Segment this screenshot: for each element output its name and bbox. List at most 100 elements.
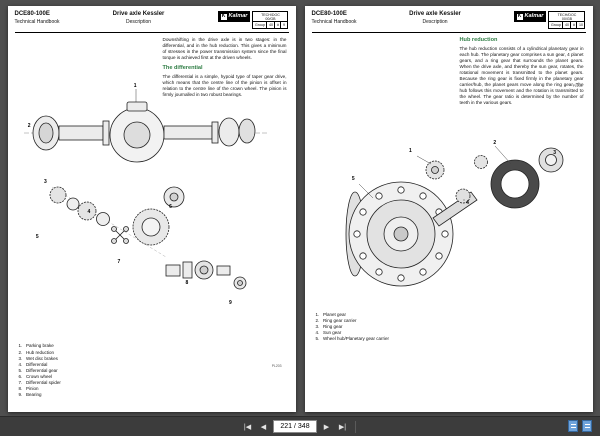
page-spread: DCE80-100E Technical Handbook Drive axle… xyxy=(0,6,600,416)
next-page-button[interactable]: ▶ xyxy=(323,423,330,431)
part-label: Wheel hub/Planetary gear carrier xyxy=(323,336,390,342)
group-label: Group xyxy=(253,22,268,28)
toolbar-right-group xyxy=(568,420,592,432)
part-item: 5. Wheel hub/Planetary gear carrier xyxy=(316,336,390,342)
part-item: 2. Ring gear carrier xyxy=(316,318,390,324)
figure-code: PL203 xyxy=(271,363,282,368)
section-heading: Hub reduction xyxy=(459,37,498,43)
page-number-input[interactable] xyxy=(273,420,317,433)
doc-page-number: 10 xyxy=(578,22,583,27)
hash-label: # xyxy=(571,22,578,28)
part-item: 6. Crown wheel xyxy=(19,374,61,380)
part-item: 2. Hub reduction xyxy=(19,350,61,356)
part-label: Pinion xyxy=(26,385,39,391)
part-label: Ring gear carrier xyxy=(323,318,357,324)
part-label: Parking brake xyxy=(26,343,54,349)
doc-code-text: TECH/DOC xyxy=(261,12,280,17)
section-heading: The differential xyxy=(162,64,203,71)
part-label: Ring gear xyxy=(323,324,343,330)
callout-number: 5 xyxy=(35,234,39,241)
part-number: 9. xyxy=(18,391,23,397)
group-value: 40 xyxy=(563,22,572,28)
first-page-button[interactable]: |◀ xyxy=(243,423,252,431)
part-label: Differential xyxy=(26,361,48,367)
parts-list: 1. Parking brake 2. Hub reduction 3. Wet… xyxy=(19,343,61,398)
handbook-text: Technical Handbook xyxy=(14,18,60,25)
doc-code-cell: TECH/DOC 00/GB xyxy=(253,12,288,23)
handbook-text: Technical Handbook xyxy=(311,18,357,25)
callout-number: 1 xyxy=(133,82,137,89)
part-number: 4. xyxy=(18,361,23,367)
part-item: 9. Bearing xyxy=(19,392,61,398)
callout-number: 4 xyxy=(87,208,91,215)
part-number: 2. xyxy=(18,349,23,355)
callout-number: 2 xyxy=(493,139,497,146)
callout-number: 4 xyxy=(466,199,469,206)
group-label: Group xyxy=(549,22,564,28)
section-paragraph: The hub reduction consists of a cylindri… xyxy=(459,46,584,105)
part-item: 1. Parking brake xyxy=(19,343,61,349)
differential-diagram-image xyxy=(23,89,268,290)
header-brand-block: K Kalmar TECH/DOC 00/GB Group 40 # 9 xyxy=(217,11,289,29)
fit-page-icon[interactable] xyxy=(582,420,592,432)
hub-reduction-diagram-image xyxy=(345,145,563,287)
document-page-right: DCE80-100E Technical Handbook Drive axle… xyxy=(304,6,593,412)
viewer-toolbar: |◀ ◀ ▶ ▶| xyxy=(0,416,600,436)
header-model-block: DCE80-100E Technical Handbook xyxy=(15,11,60,25)
part-number: 6. xyxy=(18,373,23,379)
doc-code-text: TECH/DOC xyxy=(557,12,577,17)
part-number: 5. xyxy=(315,336,320,342)
kalmar-logo-mark: K xyxy=(220,13,227,20)
callout-number: 3 xyxy=(553,149,556,156)
part-number: 3. xyxy=(315,324,320,330)
part-number: 4. xyxy=(315,330,320,336)
header-model-block: DCE80-100E Technical Handbook xyxy=(312,11,357,25)
model-text: DCE80-100E xyxy=(14,11,50,17)
page-subtitle: Description xyxy=(422,18,448,25)
kalmar-logo: K Kalmar xyxy=(513,11,547,22)
doc-lang-text: 00/GB xyxy=(265,16,276,21)
hash-label: # xyxy=(275,22,282,28)
part-item: 1. Planet gear xyxy=(316,312,390,318)
fit-width-icon[interactable] xyxy=(568,420,578,432)
part-item: 4. Sun gear xyxy=(316,330,390,336)
kalmar-logo-text: Kalmar xyxy=(524,12,544,19)
prev-page-button[interactable]: ◀ xyxy=(260,423,267,431)
callout-number: 5 xyxy=(351,175,355,182)
last-page-button[interactable]: ▶| xyxy=(338,423,347,431)
header-title-block: Drive axle Kessler Description xyxy=(113,11,165,25)
doc-group-row: Group 40 # 10 xyxy=(549,22,584,28)
callout-number: 3 xyxy=(44,178,47,185)
part-item: 3. Wet disc brakes xyxy=(19,356,61,362)
text-column: Hub reduction The hub reduction consists… xyxy=(460,37,584,106)
doc-group-row: Group 40 # 9 xyxy=(253,22,287,28)
header-title-block: Drive axle Kessler Description xyxy=(409,11,461,25)
part-item: 3. Ring gear xyxy=(316,324,390,330)
part-item: 5. Differential gear xyxy=(19,368,61,374)
kalmar-logo: K Kalmar xyxy=(217,11,251,22)
doc-code-cell: TECH/DOC 00/GB xyxy=(549,12,585,23)
toolbar-separator xyxy=(355,420,356,433)
part-number: 3. xyxy=(18,355,23,361)
part-label: Crown wheel xyxy=(26,373,53,379)
page-header: DCE80-100E Technical Handbook Drive axle… xyxy=(311,11,586,33)
part-number: 2. xyxy=(315,318,320,324)
callout-number: 2 xyxy=(27,123,31,130)
part-number: 5. xyxy=(18,367,23,373)
intro-paragraph: Downshifting in the drive axle is in two… xyxy=(162,37,287,60)
parts-list: 1. Planet gear 2. Ring gear carrier 3. R… xyxy=(316,312,390,342)
part-label: Wet disc brakes xyxy=(26,355,58,361)
callout-number: 8 xyxy=(185,279,189,286)
model-text: DCE80-100E xyxy=(311,11,347,17)
page-title: Drive axle Kessler xyxy=(112,11,165,17)
part-number: 7. xyxy=(18,379,23,385)
header-brand-block: K Kalmar TECH/DOC 00/GB Group 40 # 10 xyxy=(513,11,586,29)
part-label: Differential spider xyxy=(26,379,61,385)
figure-code: PL204 xyxy=(572,84,583,88)
part-label: Differential gear xyxy=(26,367,58,373)
document-page-left: DCE80-100E Technical Handbook Drive axle… xyxy=(7,6,296,412)
part-label: Sun gear xyxy=(323,330,342,336)
kalmar-logo-mark: K xyxy=(516,13,523,20)
part-label: Planet gear xyxy=(323,312,347,317)
